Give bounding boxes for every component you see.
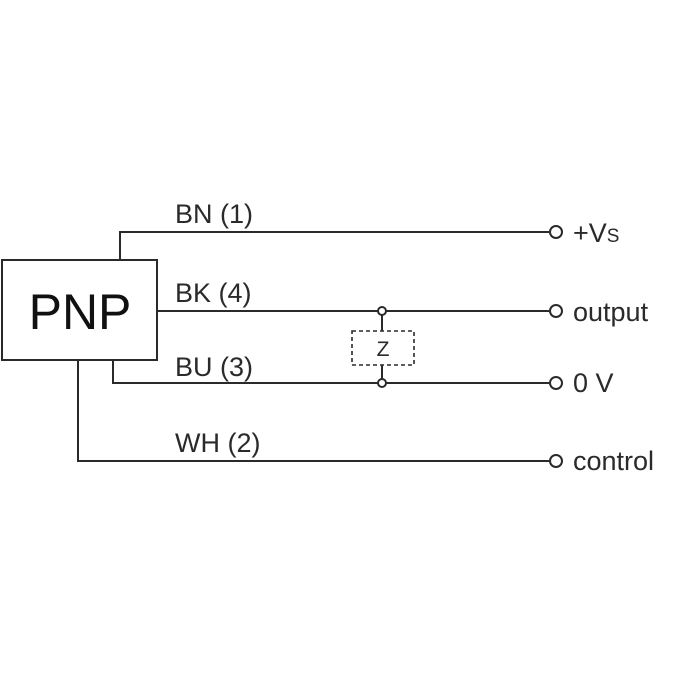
wire-bn-line: [119, 231, 549, 260]
wire-bu-label: BU (3): [175, 352, 253, 382]
terminal-vs-label: +VS: [573, 218, 619, 248]
terminal-vs: [549, 225, 563, 239]
pnp-device-box: [1, 259, 158, 361]
terminal-0v: [549, 376, 563, 390]
wire-bk-label: BK (4): [175, 278, 252, 308]
terminal-vs-main: +V: [573, 218, 607, 248]
wire-bu-line: [112, 360, 549, 384]
device-type-label: PNP: [29, 284, 132, 340]
terminal-control: [549, 454, 563, 468]
wire-wh: WH (2) control: [77, 360, 654, 476]
terminal-0v-label: 0 V: [573, 368, 614, 398]
terminal-output-label: output: [573, 297, 649, 327]
wire-bn-label: BN (1): [175, 199, 253, 229]
terminal-output: [549, 304, 563, 318]
wire-bu: BU (3) 0 V: [112, 352, 614, 398]
load-z: Z: [351, 306, 415, 388]
junction-0v: [377, 378, 387, 388]
wire-wh-label: WH (2): [175, 428, 260, 458]
terminal-control-label: control: [573, 446, 654, 476]
terminal-vs-sub: S: [607, 226, 620, 247]
load-z-label: Z: [377, 338, 390, 361]
wire-bk: BK (4) output: [157, 278, 649, 327]
junction-output: [377, 306, 387, 316]
load-z-box: [351, 330, 415, 366]
wire-bn: BN (1) +VS: [119, 199, 619, 260]
wire-wh-line: [77, 360, 549, 462]
